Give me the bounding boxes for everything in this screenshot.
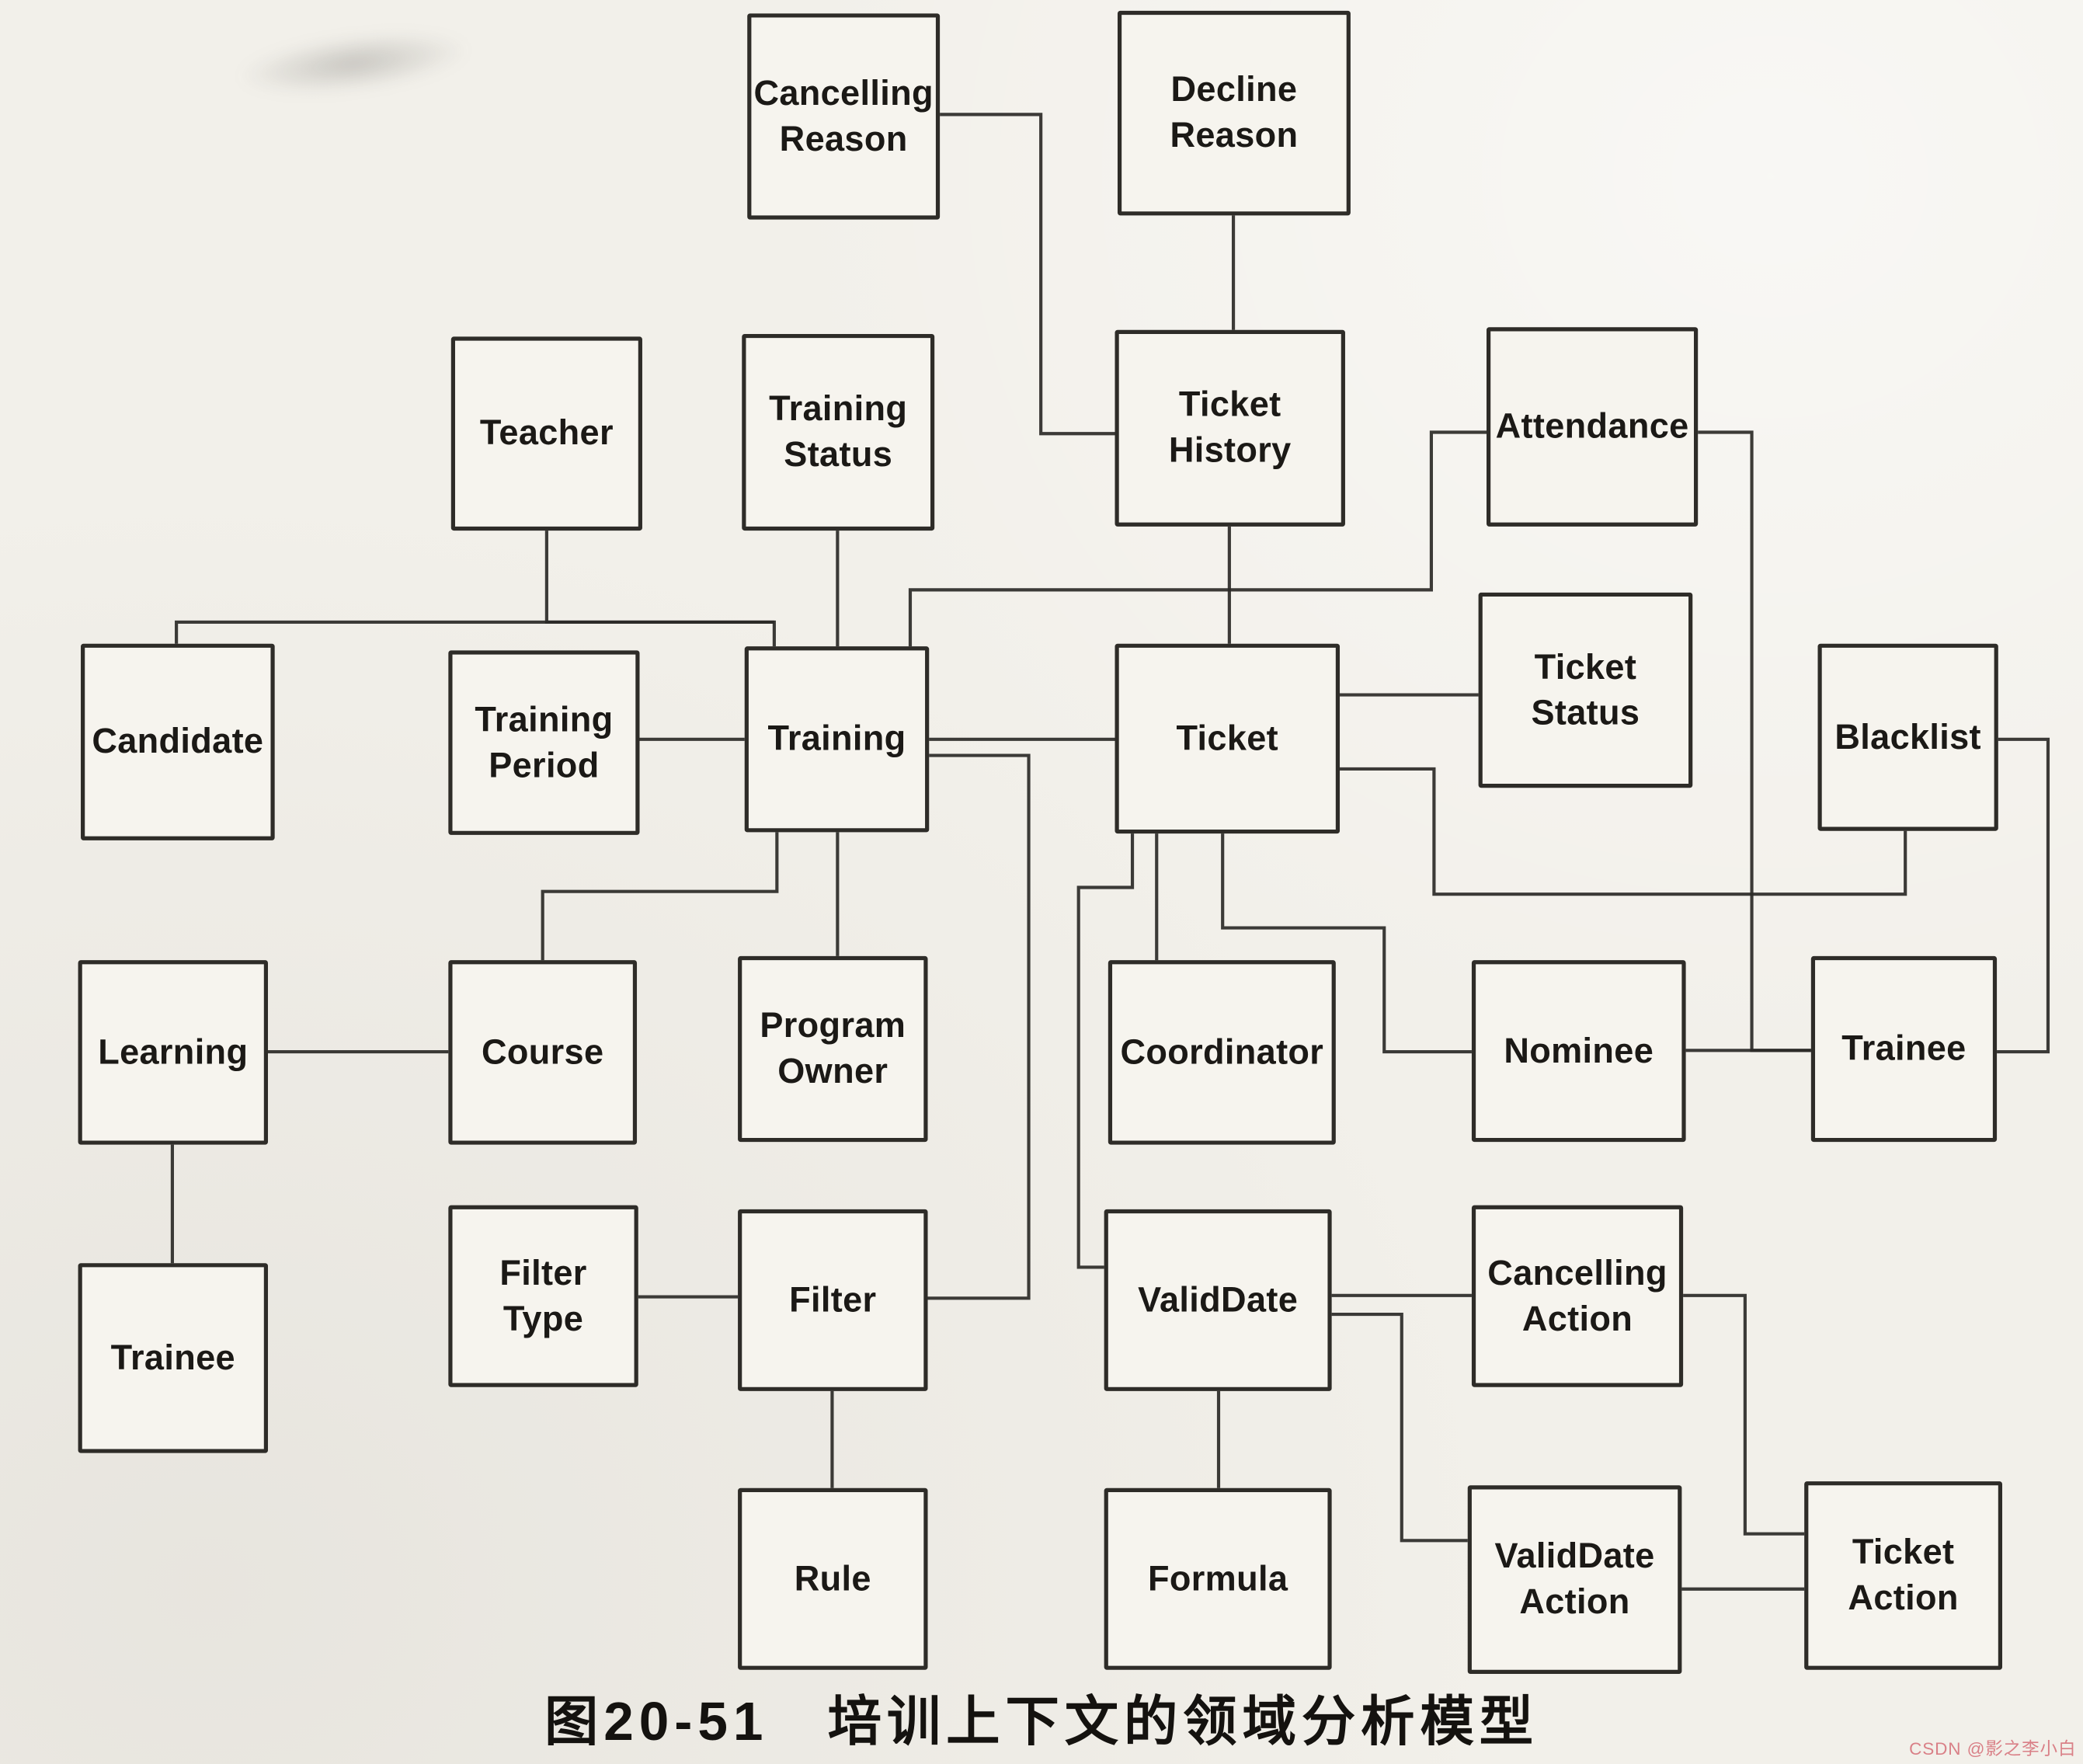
node-trainee-left: Trainee	[78, 1263, 269, 1453]
node-cancelling-reason: Cancelling Reason	[747, 13, 941, 220]
node-label: Course	[481, 1031, 604, 1072]
node-label: Ticket	[1176, 717, 1279, 758]
edge-training-filter	[927, 753, 1031, 1300]
node-label: Candidate	[92, 720, 264, 761]
node-label: Coordinator	[1120, 1031, 1324, 1072]
node-coordinator: Coordinator	[1108, 960, 1336, 1145]
figure-caption: 图20-51 培训上下文的领域分析模型	[544, 1693, 1539, 1752]
node-valid-date: ValidDate	[1104, 1209, 1332, 1391]
node-program-owner: Program Owner	[738, 955, 928, 1143]
node-label: Formula	[1148, 1557, 1288, 1599]
node-filter-type: Filter Type	[448, 1205, 638, 1387]
node-cancelling-action: Cancelling Action	[1471, 1205, 1684, 1387]
node-label: Training Period	[475, 698, 614, 785]
node-label: Learning	[98, 1031, 249, 1072]
node-ticket-history: Ticket History	[1115, 329, 1345, 527]
node-course: Course	[448, 960, 638, 1145]
edge-teacher-training	[544, 531, 776, 647]
node-label: Nominee	[1504, 1029, 1654, 1070]
node-label: Attendance	[1495, 405, 1689, 447]
node-blacklist: Blacklist	[1817, 643, 1998, 831]
edge-attendance-trainee-right	[1698, 430, 1811, 1052]
node-label: Program Owner	[760, 1004, 906, 1091]
edge-training-attendance	[908, 430, 1487, 647]
node-decline-reason: Decline Reason	[1117, 10, 1351, 216]
node-label: Ticket History	[1168, 384, 1292, 471]
node-label: Decline Reason	[1170, 68, 1299, 155]
node-learning: Learning	[78, 960, 269, 1145]
edge-ticket-nominee	[1221, 833, 1472, 1054]
node-trainee-right: Trainee	[1810, 955, 1998, 1143]
edge-training-course	[541, 832, 779, 961]
node-label: Cancelling Action	[1487, 1251, 1667, 1338]
node-training-status: Training Status	[742, 333, 935, 531]
node-label: Trainee	[110, 1336, 235, 1377]
node-label: ValidDate Action	[1494, 1535, 1655, 1622]
node-teacher: Teacher	[450, 336, 642, 531]
node-label: Cancelling Reason	[753, 72, 934, 158]
watermark: CSDN @影之李小白	[1909, 1738, 2077, 1759]
node-training: Training	[744, 646, 930, 833]
edge-ticket-blacklist	[1340, 767, 1907, 896]
edge-ticket-valid-date	[1076, 833, 1135, 1269]
node-attendance: Attendance	[1487, 327, 1699, 527]
node-candidate: Candidate	[81, 643, 275, 840]
edge-blacklist-trainee-right	[1997, 737, 2050, 1054]
node-ticket-status: Ticket Status	[1478, 592, 1693, 788]
node-ticket-action: Ticket Action	[1804, 1481, 2003, 1670]
node-label: Filter Type	[499, 1251, 587, 1338]
edge-candidate-training	[175, 620, 774, 644]
node-training-period: Training Period	[448, 650, 640, 835]
node-label: Blacklist	[1834, 715, 1981, 757]
edge-valid-date-valid-date-action	[1331, 1313, 1468, 1543]
node-label: Ticket Action	[1848, 1531, 1959, 1618]
node-label: Filter	[789, 1279, 877, 1320]
edge-cancelling-reason-ticket-history	[940, 113, 1115, 436]
node-label: Training	[767, 718, 906, 759]
node-label: Ticket Status	[1531, 645, 1640, 732]
node-formula: Formula	[1104, 1487, 1332, 1670]
node-label: Trainee	[1841, 1027, 1967, 1068]
edge-cancelling-action-ticket-action	[1683, 1293, 1805, 1536]
node-label: ValidDate	[1138, 1279, 1299, 1320]
node-ticket: Ticket	[1115, 643, 1341, 834]
node-label: Teacher	[479, 412, 614, 453]
node-valid-date-action: ValidDate Action	[1467, 1485, 1682, 1674]
node-filter: Filter	[738, 1209, 928, 1391]
node-rule: Rule	[738, 1487, 928, 1670]
node-label: Rule	[794, 1557, 871, 1599]
node-label: Training Status	[769, 388, 908, 475]
node-nominee: Nominee	[1471, 960, 1686, 1143]
